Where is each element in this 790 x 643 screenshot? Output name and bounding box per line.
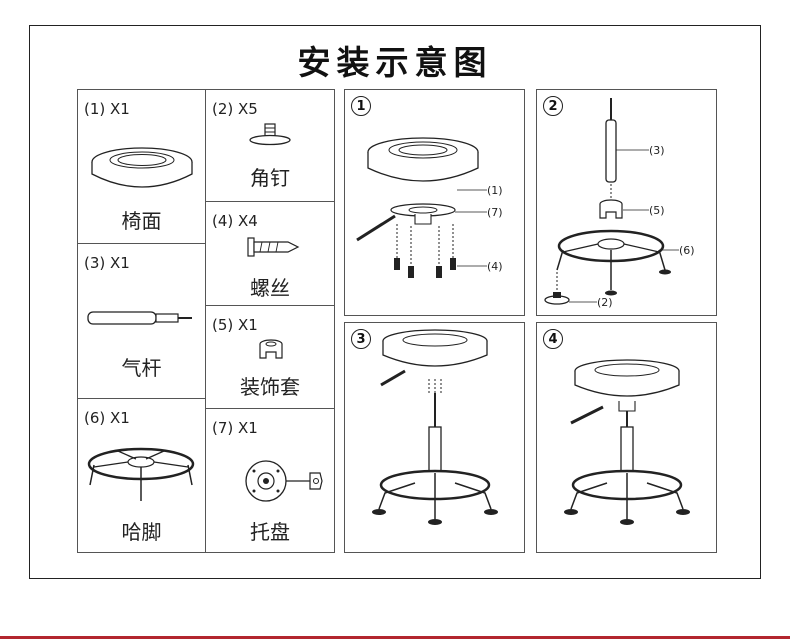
step-number-badge: 4: [543, 329, 563, 349]
part-cell-screw: (4) X4 螺丝: [205, 201, 335, 306]
corner-nail-icon: [249, 123, 291, 146]
step-panel-3: 3: [344, 322, 525, 553]
screw-icon: [247, 237, 300, 257]
step-callout: (6): [679, 244, 695, 257]
step-panel-1: 1 (1) (7) (4): [344, 89, 525, 316]
step-panel-2: 2 (3) (5) (6) (2): [536, 89, 717, 316]
part-quantity: (7) X1: [212, 419, 258, 437]
step-2-illustration: (3) (5) (6) (2): [544, 98, 695, 309]
step-callout: (1): [487, 184, 503, 197]
part-name: 装饰套: [240, 375, 300, 399]
part-quantity: (4) X4: [212, 212, 258, 230]
part-cell-gas-lift: (3) X1 气杆: [77, 243, 206, 399]
step-4-illustration: [564, 359, 690, 525]
part-name: 螺丝: [250, 276, 290, 300]
part-cell-tray: (7) X1 托盘: [205, 408, 335, 553]
step-number-badge: 3: [351, 329, 371, 349]
step-callout: (5): [649, 204, 665, 217]
part-quantity: (2) X5: [212, 100, 258, 118]
part-name: 哈脚: [121, 520, 162, 544]
part-quantity: (1) X1: [84, 100, 130, 118]
decorative-sleeve-icon: [259, 339, 283, 359]
footring-base-icon: [87, 447, 195, 501]
step-1-illustration: (1) (7) (4): [356, 137, 503, 278]
tray-plate-icon: [245, 460, 323, 502]
step-number-badge: 1: [351, 96, 371, 116]
part-cell-seat: (1) X1 椅面: [77, 89, 206, 244]
step-callout: (2): [597, 296, 613, 309]
part-name: 气杆: [121, 356, 162, 380]
part-quantity: (5) X1: [212, 316, 258, 334]
part-cell-corner-nail: (2) X5 角钉: [205, 89, 335, 202]
step-panel-4: 4: [536, 322, 717, 553]
part-name: 椅面: [121, 209, 162, 233]
part-quantity: (6) X1: [84, 409, 130, 427]
step-number-badge: 2: [543, 96, 563, 116]
page-title: 安装示意图: [297, 43, 493, 82]
part-name: 托盘: [250, 520, 290, 544]
bottom-accent-line: [0, 636, 790, 639]
part-quantity: (3) X1: [84, 254, 130, 272]
step-3-illustration: [372, 329, 498, 525]
step-callout: (4): [487, 260, 503, 273]
seat-cushion-icon: [91, 147, 193, 188]
part-name: 角钉: [250, 166, 290, 190]
part-cell-base: (6) X1 哈脚: [77, 398, 206, 553]
step-callout: (3): [649, 144, 665, 157]
gas-lift-icon: [87, 311, 192, 325]
step-callout: (7): [487, 206, 503, 219]
part-cell-sleeve: (5) X1 装饰套: [205, 305, 335, 409]
